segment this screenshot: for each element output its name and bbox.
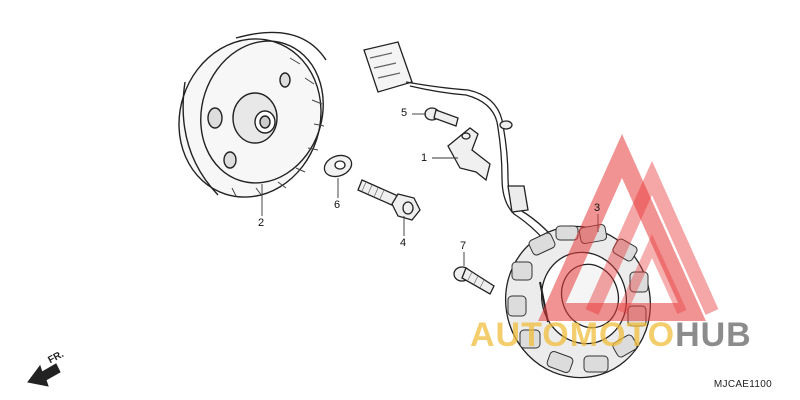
callout-7: 7 — [460, 240, 467, 252]
callout-1: 1 — [421, 152, 428, 164]
watermark-logo — [538, 134, 719, 321]
watermark-text-part-a: AUTOMOTO — [470, 316, 676, 354]
front-arrow — [27, 363, 61, 387]
callout-2: 2 — [258, 217, 265, 229]
flywheel — [178, 31, 327, 198]
connector — [363, 41, 413, 93]
wire-harness — [405, 81, 573, 269]
stator-screw — [453, 266, 495, 295]
watermark-text-part-b: HUB — [675, 316, 752, 354]
wire-clamp — [447, 127, 491, 182]
diagram-code: MJCAE1100 — [713, 379, 772, 390]
callout-3: 3 — [594, 202, 601, 214]
callout-6: 6 — [334, 199, 341, 211]
washer — [323, 154, 353, 178]
watermark-text: AUTOMOTOHUB — [470, 318, 752, 352]
flywheel-bolt — [357, 179, 421, 221]
callout-5: 5 — [401, 107, 408, 119]
callout-4: 4 — [400, 237, 407, 249]
leader-lines — [261, 113, 599, 266]
clamp-screw — [424, 107, 459, 127]
